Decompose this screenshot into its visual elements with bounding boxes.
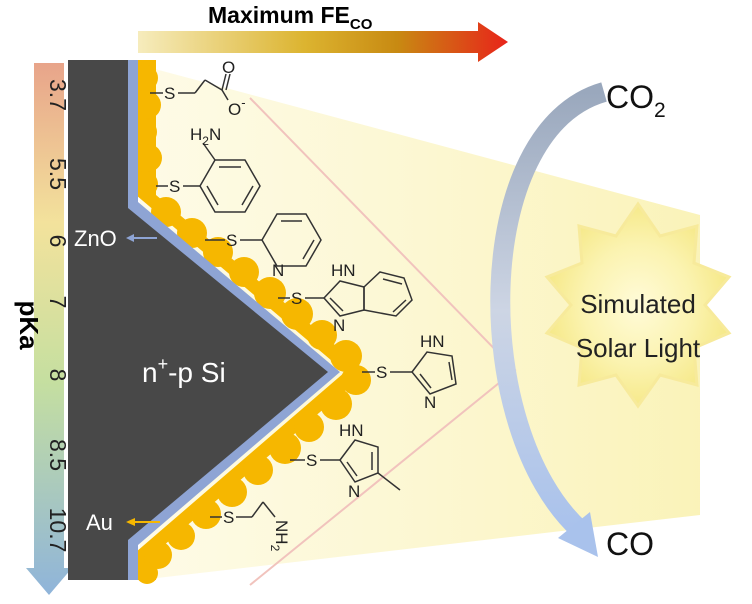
pka-gradient-arrow (26, 63, 72, 595)
pka-tick-7: 7 (45, 296, 71, 309)
zno-pointer-head (126, 234, 134, 242)
pka-tick-5-5: 5.5 (45, 158, 71, 190)
svg-text:Maximum FECO: Maximum FECO (208, 2, 373, 33)
ligand-mercaptoimidazole (362, 351, 457, 395)
silicon-core (68, 60, 328, 580)
ligand-mercaptopyridine (205, 213, 322, 267)
silicon-label: n+-p Si (142, 354, 226, 388)
ligand2-s: S (169, 177, 180, 196)
svg-text:n+-p Si: n+-p Si (142, 354, 226, 388)
ligand4-hn: HN (331, 261, 356, 280)
atom-labels: S O O- S H2N S N S HN N S HN N S HN N S … (164, 58, 445, 552)
ligand6-s: S (306, 451, 317, 470)
ligand7-nh2: NH2 (268, 520, 291, 552)
ligand2-h2n: H2N (190, 125, 221, 148)
ligand5-s: S (376, 363, 387, 382)
ligand6-hn: HN (339, 421, 364, 440)
zno-label: ZnO (74, 226, 117, 251)
ligand4-n: N (333, 316, 345, 335)
ligand7-s: S (223, 508, 234, 527)
pka-tick-8: 8 (45, 369, 71, 382)
reaction-arc-arrow (490, 82, 608, 538)
pka-axis-label: pKa (14, 300, 44, 350)
light-label-line1: Simulated (580, 289, 696, 319)
ligands (150, 73, 457, 518)
product-co: CO (606, 526, 654, 562)
ligand-mercaptobenzimidazole (278, 271, 413, 317)
fe-title: Maximum FECO (208, 2, 373, 33)
ligand-methyl-mercaptoimidazole (290, 439, 401, 491)
au-pointer-head (126, 518, 135, 526)
light-label-line2: Solar Light (576, 333, 701, 363)
ligand-mercaptopropionate (150, 73, 231, 101)
ligand5-hn: HN (420, 332, 445, 351)
ligand-cysteamine (210, 501, 276, 518)
pka-ticks: 3.7 5.5 6 7 8 8.5 10.7 (45, 79, 71, 552)
ligand3-n: N (272, 261, 284, 280)
reactant-co2: CO2 (606, 79, 666, 122)
ligand-aminothiophenol (156, 142, 261, 213)
ligand3-s: S (226, 231, 237, 250)
pka-tick-10-7: 10.7 (45, 508, 71, 553)
au-label: Au (86, 510, 113, 535)
ligand1-s: S (164, 84, 175, 103)
fe-gradient-arrow (138, 22, 508, 62)
ligand1-o: O (222, 58, 235, 77)
pka-tick-6: 6 (45, 235, 71, 248)
svg-text:CO2: CO2 (606, 79, 666, 122)
reaction-arrow-head (558, 512, 598, 557)
ligand1-o-anion: O- (228, 95, 246, 119)
ligand5-n: N (424, 393, 436, 412)
ligand4-s: S (291, 289, 302, 308)
pka-tick-8-5: 8.5 (45, 439, 71, 471)
ligand6-n: N (348, 482, 360, 501)
pka-tick-3-7: 3.7 (45, 79, 71, 111)
sun-icon (544, 201, 732, 409)
